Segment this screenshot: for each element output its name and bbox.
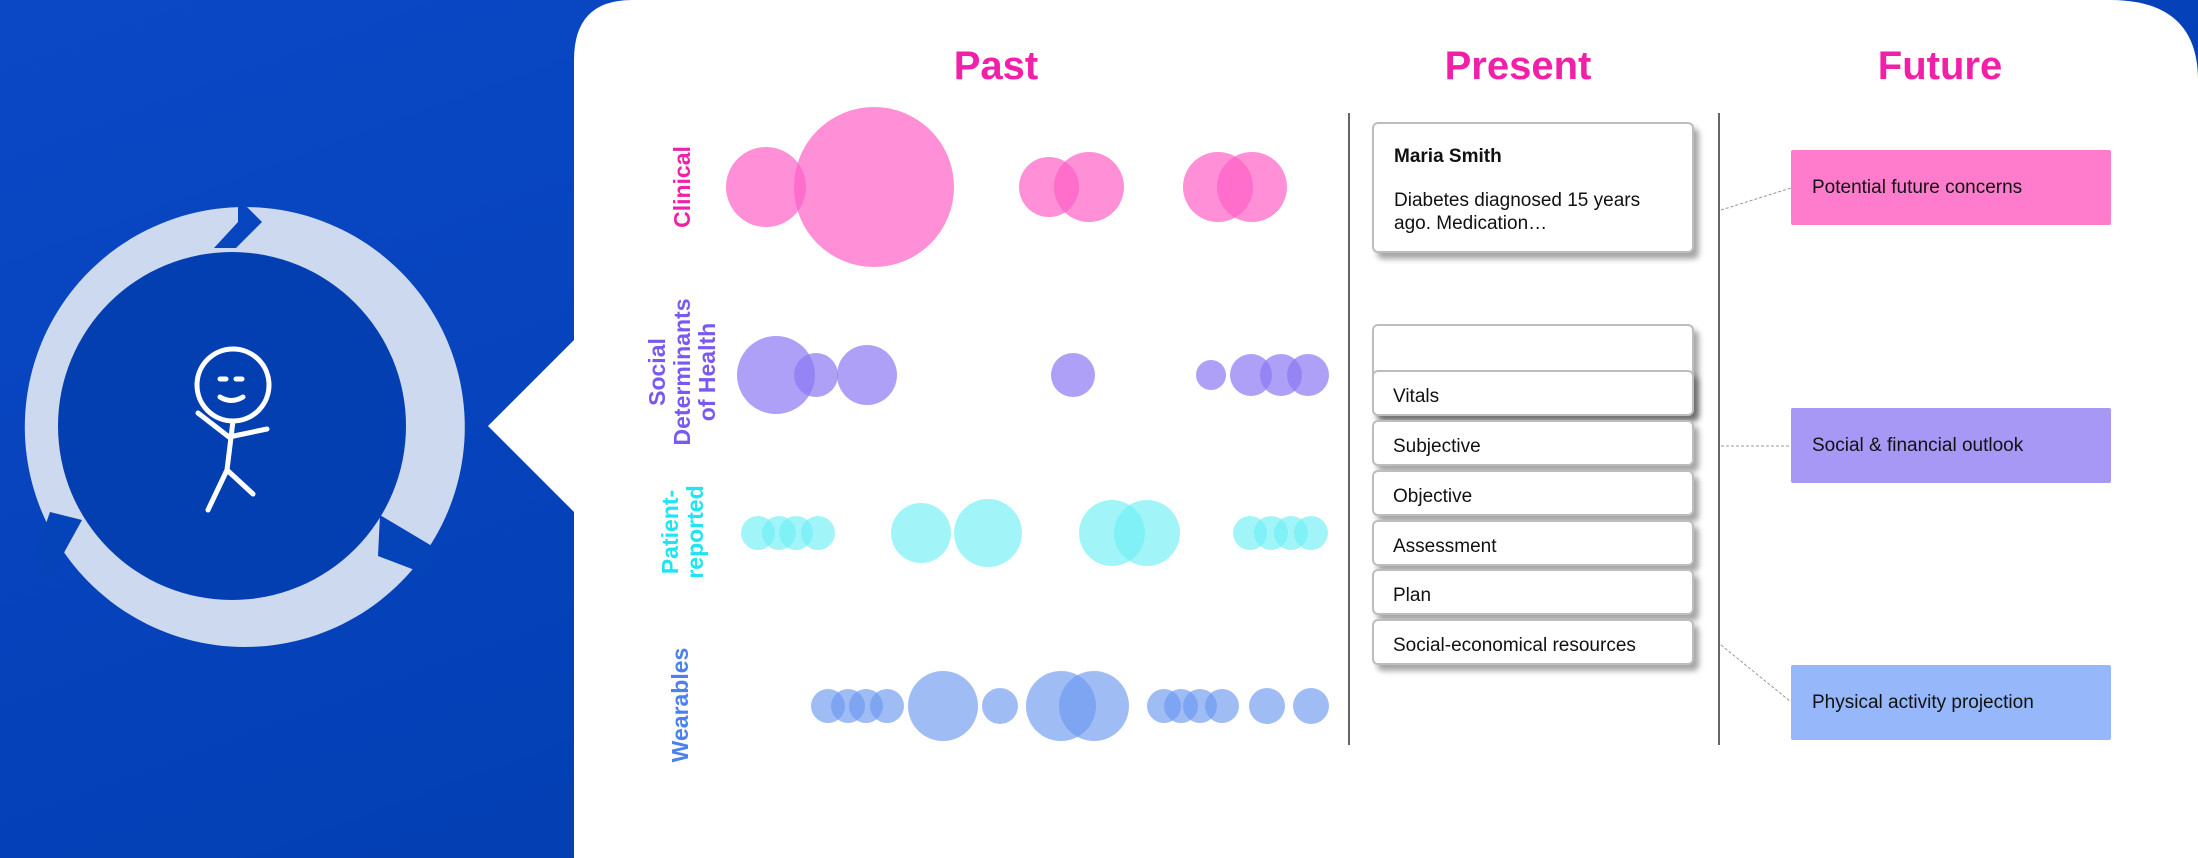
wearables-bubble [1249, 688, 1285, 724]
wearables-bubble [982, 688, 1018, 724]
sdoh-bubble [1230, 354, 1272, 396]
clinical-bubbles [726, 107, 1287, 267]
patient-bubble [891, 503, 951, 563]
patient-bubble [801, 516, 835, 550]
future-item-label: Physical activity projection [1812, 691, 2034, 713]
sdoh-bubble [837, 345, 897, 405]
clinical-bubble [1217, 152, 1287, 222]
row-label-patient-line2: reported [682, 485, 708, 578]
patient-bubble [954, 499, 1022, 567]
row-label-sdoh-line2: Determinants [669, 299, 695, 446]
sdoh-bubble [1287, 354, 1329, 396]
soap-section-label: Social-economical resources [1393, 635, 1636, 656]
wearables-bubble [1205, 689, 1239, 723]
clinical-bubble [726, 147, 806, 227]
soap-section-label: Assessment [1393, 536, 1497, 557]
wearables-bubble [1059, 671, 1129, 741]
patient-summary-line2: ago. Medication… [1394, 213, 1548, 234]
soap-section-label: Plan [1393, 585, 1432, 606]
stick-figure-icon [194, 346, 272, 513]
connector-clinical [1720, 187, 1792, 211]
sdoh-bubble [1051, 353, 1095, 397]
soap-section-plan[interactable]: Plan [1372, 569, 1694, 615]
wearables-bubbles [811, 671, 1329, 741]
sdoh-bubble [794, 353, 838, 397]
future-item-label: Social & financial outlook [1812, 434, 2024, 456]
soap-section-objective[interactable]: Objective [1372, 470, 1694, 516]
soap-section-label: Subjective [1393, 436, 1481, 457]
row-label-sdoh-line1: Social [644, 338, 670, 406]
cycle-gap-right [378, 515, 442, 572]
row-label-patient-reported: Patient- reported [657, 485, 708, 578]
connector-activity [1720, 644, 1792, 703]
patient-summary-line1: Diabetes diagnosed 15 years [1394, 190, 1641, 211]
sdoh-bubbles [737, 336, 1329, 414]
sdoh-bubble [737, 336, 815, 414]
row-label-clinical: Clinical [669, 146, 695, 228]
clinical-bubble [1054, 152, 1124, 222]
future-item-social-financial[interactable]: Social & financial outlook [1791, 408, 2111, 483]
column-header-present: Present [1445, 44, 1592, 88]
future-item-physical-activity[interactable]: Physical activity projection [1791, 665, 2111, 740]
patient-summary-card: Maria Smith Diabetes diagnosed 15 years … [1372, 122, 1694, 253]
cycle-gap-left [36, 512, 82, 578]
soap-section-label: Objective [1393, 486, 1473, 507]
sdoh-bubble [1196, 360, 1226, 390]
row-label-sdoh: Social Determinants of Health [644, 299, 720, 446]
future-item-label: Potential future concerns [1812, 176, 2023, 198]
column-header-past: Past [954, 44, 1039, 88]
clinical-bubble [794, 107, 954, 267]
wearables-bubble [1293, 688, 1329, 724]
soap-section-vitals[interactable]: Vitals [1372, 370, 1694, 416]
row-label-wearables: Wearables [667, 648, 693, 763]
soap-section-label: Vitals [1393, 386, 1440, 407]
wearables-bubble [908, 671, 978, 741]
patient-bubble [1114, 500, 1180, 566]
row-label-sdoh-line3: of Health [694, 323, 720, 421]
wearables-bubble [870, 689, 904, 723]
patient-bubble [1294, 516, 1328, 550]
future-item-concerns[interactable]: Potential future concerns [1791, 150, 2111, 225]
patient-name: Maria Smith [1394, 146, 1502, 167]
cycle-gap-top [214, 198, 262, 248]
patient-bubbles [741, 499, 1328, 567]
soap-section-subjective[interactable]: Subjective [1372, 420, 1694, 466]
row-label-patient-line1: Patient- [657, 490, 683, 574]
soap-section-social-resources[interactable]: Social-economical resources [1372, 619, 1694, 665]
soap-section-assessment[interactable]: Assessment [1372, 520, 1694, 566]
column-header-future: Future [1878, 44, 2002, 88]
